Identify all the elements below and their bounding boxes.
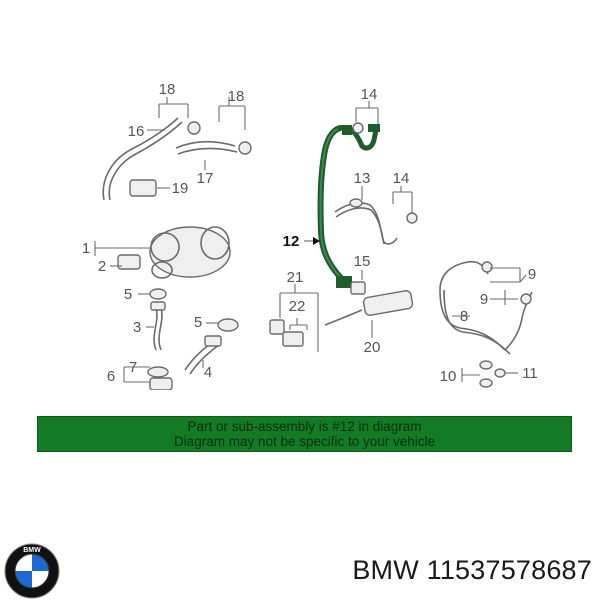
callout-8: 8 [460, 308, 468, 325]
callout-14a: 14 [361, 86, 378, 103]
bmw-logo: BMW [4, 543, 60, 599]
callout-19: 19 [172, 180, 189, 197]
callout-1: 1 [82, 240, 90, 257]
callout-18b: 18 [228, 88, 245, 105]
highlighted-part-12 [317, 124, 380, 288]
callout-6: 6 [107, 368, 115, 385]
callout-2: 2 [98, 258, 106, 275]
part-group-13-15 [334, 101, 418, 295]
parts-diagram: 18 18 16 17 19 1 2 5 3 5 4 7 6 [82, 81, 538, 390]
callout-14b: 14 [393, 170, 410, 187]
callout-10: 10 [440, 368, 457, 385]
callout-15: 15 [354, 253, 371, 270]
callout-4: 4 [204, 364, 212, 381]
callout-17: 17 [197, 170, 214, 187]
notice-line-2: Diagram may not be specific to your vehi… [173, 434, 436, 449]
part-group-3-7 [123, 288, 239, 390]
part-number-label: BMW 11537578687 [352, 555, 592, 585]
callout-7: 7 [129, 359, 137, 376]
callout-12: 12 [283, 233, 300, 250]
part-group-8-11 [439, 260, 533, 388]
notice-banner: Part or sub-assembly is #12 in diagram D… [37, 416, 572, 452]
callout-20: 20 [364, 339, 381, 356]
callout-5b: 5 [194, 314, 202, 331]
callout-18a: 18 [159, 81, 176, 98]
callout-3: 3 [133, 319, 141, 336]
callout-11: 11 [522, 365, 538, 382]
callout-21: 21 [287, 269, 304, 286]
part-group-1-2 [94, 226, 231, 279]
callout-13: 13 [354, 170, 371, 187]
part-group-16-19 [102, 97, 252, 201]
arrow-12 [313, 237, 320, 245]
notice-line-1: Part or sub-assembly is #12 in diagram [187, 419, 422, 434]
callout-16: 16 [128, 123, 145, 140]
callout-22: 22 [289, 298, 306, 315]
logo-letters: BMW [23, 547, 41, 554]
part-group-20-22 [269, 284, 414, 352]
callout-5a: 5 [124, 286, 132, 303]
callout-9a: 9 [528, 266, 536, 283]
callout-9b: 9 [480, 291, 488, 308]
